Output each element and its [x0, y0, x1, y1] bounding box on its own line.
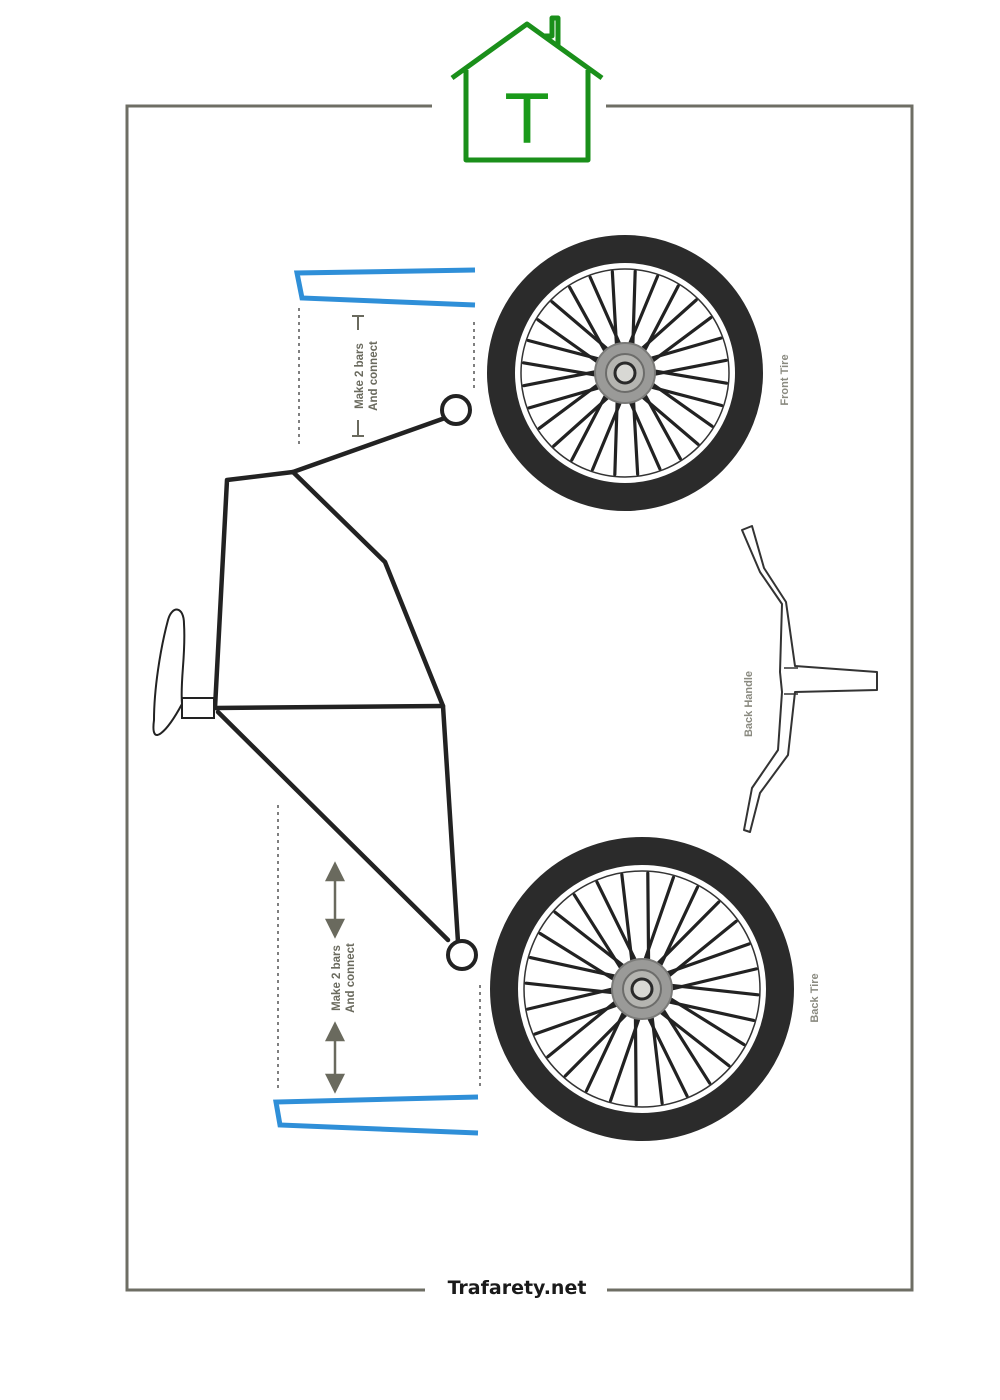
back-handle-label: Back Handle: [743, 671, 755, 737]
lower-instruction-line1: Make 2 bars: [331, 945, 343, 1011]
bicycle-seat: [152, 608, 215, 736]
rear-axle-ring: [446, 939, 478, 971]
front-tire: [487, 235, 763, 511]
lower-fork-bar: [273, 1094, 479, 1136]
upper-instruction-line2: And connect: [368, 341, 380, 411]
lower-instruction-line2: And connect: [345, 943, 357, 1013]
guide-lines: [277, 308, 481, 1090]
upper-fork-bar: [293, 267, 476, 308]
lower-instruction-arrows: [324, 861, 346, 1094]
tire-rubber: [490, 837, 794, 1141]
tire-rubber: [487, 235, 763, 511]
upper-instruction-arrows: [352, 315, 364, 437]
hub-cap: [613, 361, 637, 385]
front-axle-ring: [440, 394, 472, 426]
back-tire-label: Back Tire: [809, 973, 821, 1022]
back-handle: [741, 525, 878, 833]
logo-letter: T: [505, 81, 548, 160]
footer-site-name: Trafarety.net: [448, 1277, 587, 1299]
page-border: [125, 104, 914, 1292]
hub-cap: [630, 977, 654, 1001]
front-tire-label: Front Tire: [779, 354, 791, 405]
house-logo-icon: [450, 15, 604, 163]
back-tire: [490, 837, 794, 1141]
upper-instruction-line1: Make 2 bars: [354, 343, 366, 409]
bicycle-frame: [212, 415, 461, 945]
